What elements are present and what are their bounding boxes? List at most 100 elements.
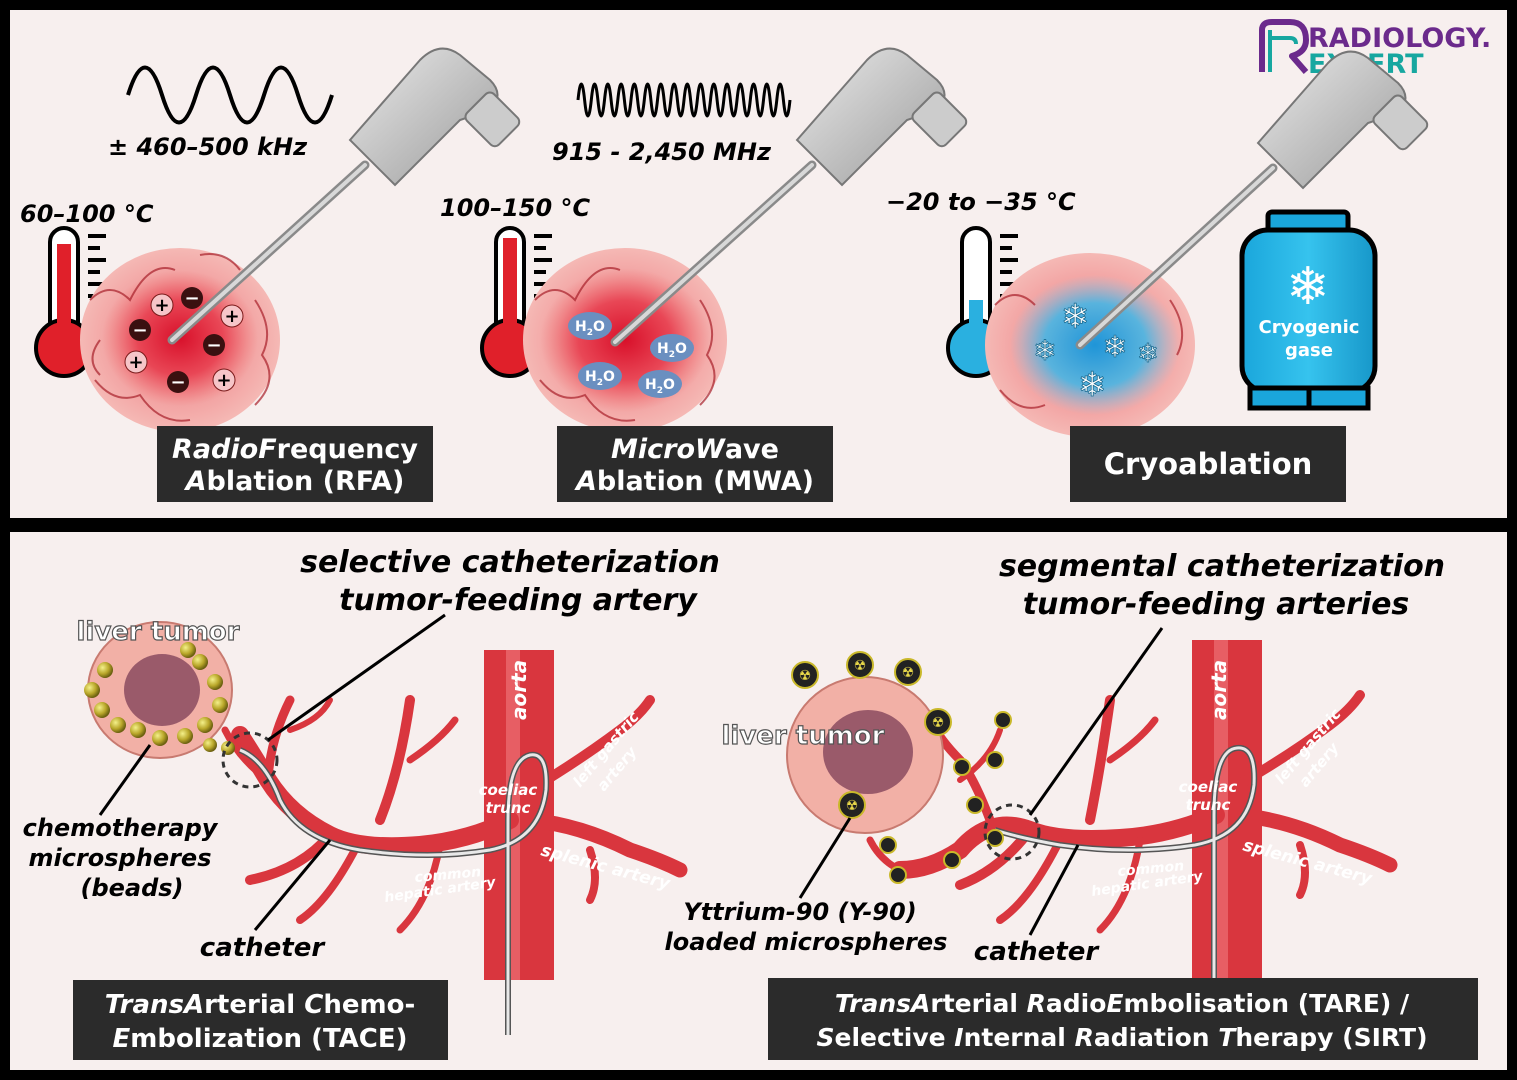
tace-label-box xyxy=(73,980,448,1060)
radiation-icon: ☢ xyxy=(846,798,859,814)
y90-label-line1: Yttrium-90 (Y-90) xyxy=(683,898,916,926)
tace-callout-line xyxy=(267,613,446,742)
tace-section: aorta xyxy=(23,545,720,1060)
rfa-charges: + − + − − + − + xyxy=(124,287,244,393)
rfa-section: ± 460–500 kHz 60–100 °C xyxy=(20,47,521,502)
radiation-icon: ☢ xyxy=(854,658,867,674)
tare-callout-line1: segmental catheterization xyxy=(999,549,1445,584)
tank-label-line2: gase xyxy=(1285,340,1333,361)
mwa-probe xyxy=(610,47,968,347)
cryo-temperature: −20 to −35 °C xyxy=(886,188,1076,216)
tare-title-line1: TransArterial RadioEmbolisation (TARE) / xyxy=(835,989,1410,1018)
charge-minus: − xyxy=(206,335,221,356)
mwa-tumor xyxy=(523,248,727,432)
tace-tumor-label: liver tumor xyxy=(77,617,240,647)
radiation-icon: ☢ xyxy=(799,668,812,684)
tace-catheter-label: catheter xyxy=(200,933,327,963)
rfa-probe xyxy=(167,47,521,345)
logo-mark xyxy=(1259,19,1309,74)
y90-microspheres: ☢ ☢ ☢ ☢ ☢ xyxy=(791,651,1012,884)
tare-label-box xyxy=(768,978,1478,1060)
beads-callout-line xyxy=(98,744,152,816)
mwa-frequency: 915 - 2,450 MHz xyxy=(552,138,772,166)
charge-minus: − xyxy=(170,372,185,393)
mwa-section: 915 - 2,450 MHz 100–150 °C H2O xyxy=(440,47,968,502)
rfa-tumor xyxy=(80,248,280,432)
charge-plus: + xyxy=(128,352,143,373)
charge-plus: + xyxy=(154,295,169,316)
snowflake-icons: ❄ ❄ ❄ ❄ ❄ xyxy=(1033,297,1159,406)
tare-callout-line2: tumor-feeding arteries xyxy=(1023,587,1410,622)
h2o-label: H2O xyxy=(575,319,605,338)
tare-callout-line xyxy=(1028,627,1164,816)
mwa-wave xyxy=(576,82,792,118)
cryogenic-gas-tank: ❄ Cryogenic gase xyxy=(1239,209,1378,411)
mwa-title-line2: Ablation (MWA) xyxy=(574,466,814,497)
beads-label-line3: (beads) xyxy=(80,874,183,902)
tank-label-line1: Cryogenic xyxy=(1259,317,1360,338)
charge-plus: + xyxy=(224,306,239,327)
charge-minus: − xyxy=(132,320,147,341)
tace-title-line2: Embolization (TACE) xyxy=(112,1024,407,1054)
tare-selection-circle xyxy=(983,803,1041,861)
rfa-frequency: ± 460–500 kHz xyxy=(108,133,308,161)
catheter-callout-line xyxy=(1028,844,1080,936)
rfa-title-line2: Ablation (RFA) xyxy=(184,466,405,497)
coeliac-label-line2: trunc xyxy=(486,799,531,817)
rfa-title-line1: RadioFrequency xyxy=(172,434,418,465)
y90-label-line2: loaded microspheres xyxy=(665,928,948,956)
rfa-wave xyxy=(126,65,334,125)
radiation-icon: ☢ xyxy=(902,665,915,681)
mwa-temperature: 100–150 °C xyxy=(440,194,591,222)
snowflake-icon: ❄ xyxy=(1078,365,1107,405)
rfa-temperature: 60–100 °C xyxy=(20,200,154,228)
h2o-label: H2O xyxy=(585,369,615,388)
tare-title-line2: Selective Internal Radiation Therapy (SI… xyxy=(816,1023,1427,1052)
logo-line1: RADIOLOGY. xyxy=(1308,23,1491,54)
cryo-label-box xyxy=(1070,426,1346,502)
mwa-label-box xyxy=(557,426,833,502)
aorta-label: aorta xyxy=(1207,660,1231,720)
beads-label-line2: microspheres xyxy=(28,844,211,872)
beads-label-line1: chemotherapy xyxy=(23,814,219,842)
tace-selection-circle xyxy=(221,731,279,789)
mwa-title-line1: MicroWave xyxy=(611,434,779,465)
tare-liver-tumor xyxy=(786,676,944,834)
cryo-tumor xyxy=(985,253,1195,437)
water-molecules: H2O H2O H2O H2O xyxy=(568,312,694,398)
hepatic-label-line1: common xyxy=(1117,858,1185,880)
tace-liver-tumor xyxy=(84,621,235,759)
snowflake-icon: ❄ xyxy=(1061,297,1090,337)
snowflake-icon: ❄ xyxy=(1137,339,1159,369)
mwa-thermometer-icon xyxy=(480,226,552,378)
rfa-thermometer-icon xyxy=(34,226,106,378)
coeliac-label-line1: coeliac xyxy=(1179,778,1238,796)
y90-callout-line xyxy=(798,817,852,899)
coeliac-label-line2: trunc xyxy=(1186,796,1231,814)
hepatic-label-line1: common xyxy=(414,864,482,886)
tace-callout-line2: tumor-feeding artery xyxy=(339,583,698,618)
logo-mark-inner xyxy=(1268,30,1298,72)
tace-title-line1: TransArterial Chemo- xyxy=(105,990,415,1020)
h2o-label: H2O xyxy=(645,377,675,396)
coeliac-label-line1: coeliac xyxy=(479,781,538,799)
snowflake-icon: ❄ xyxy=(1286,257,1330,317)
rfa-label-box xyxy=(157,426,433,502)
charge-plus: + xyxy=(216,370,231,391)
tare-catheter-label: catheter xyxy=(974,937,1101,967)
radiation-icon: ☢ xyxy=(932,715,945,731)
tare-section: aorta xyxy=(665,549,1478,1060)
cryo-probe xyxy=(1075,50,1429,350)
h2o-label: H2O xyxy=(657,341,687,360)
tare-tumor-label: liver tumor xyxy=(722,721,885,751)
charge-minus: − xyxy=(184,288,199,309)
snowflake-icon: ❄ xyxy=(1102,330,1127,365)
aorta-label: aorta xyxy=(507,660,531,720)
catheter-callout-line xyxy=(253,839,332,931)
cryo-title: Cryoablation xyxy=(1104,447,1313,481)
tace-callout-line1: selective catheterization xyxy=(300,545,720,580)
cryo-section: −20 to −35 °C ❄ ❄ ❄ ❄ xyxy=(886,50,1429,502)
snowflake-icon: ❄ xyxy=(1033,334,1056,367)
